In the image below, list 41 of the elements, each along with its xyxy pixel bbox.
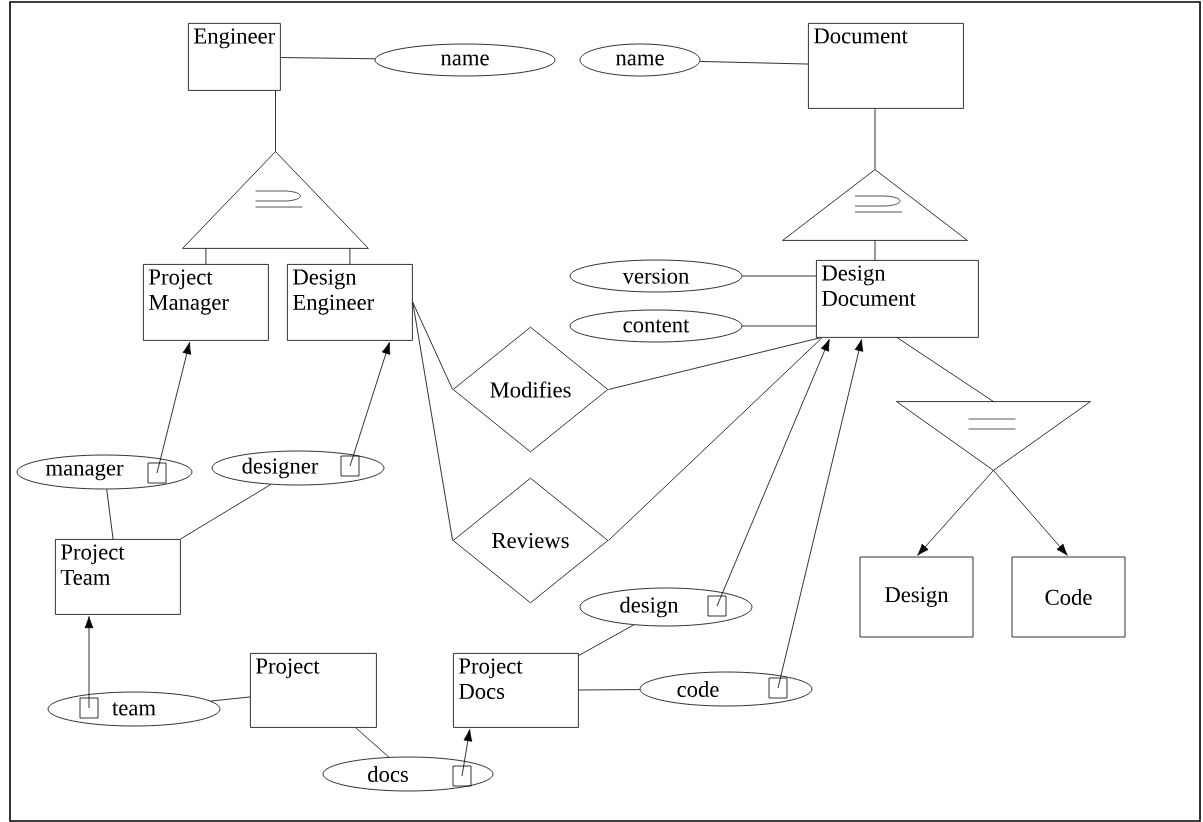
connector-line: [874, 240, 876, 261]
connector-line: [412, 302, 453, 541]
arrow: [84, 616, 94, 709]
entity-box: Project: [250, 653, 377, 728]
isa-triangle: [782, 169, 968, 241]
entity-box: Design Document: [816, 260, 979, 338]
isa-triangle: [896, 401, 1091, 471]
connector-line: [349, 248, 351, 265]
connector-line: [608, 337, 821, 390]
connector-line: [699, 61, 809, 65]
entity-box: Engineer: [188, 23, 281, 91]
connector-line: [210, 696, 251, 702]
arrow: [777, 339, 864, 689]
connector-line: [205, 248, 207, 265]
connector-line: [578, 624, 635, 656]
entity-box: Project Docs: [453, 653, 579, 728]
connector-line: [180, 484, 272, 540]
entity-box: Project Manager: [143, 264, 269, 341]
arrow: [993, 470, 1068, 556]
connector-line: [578, 689, 641, 691]
arrow: [917, 470, 994, 556]
entity-box: Design: [859, 556, 974, 638]
connector-line: [355, 727, 390, 758]
arrow: [349, 342, 391, 467]
entity-box: Design Engineer: [287, 264, 413, 341]
connector-line: [897, 337, 994, 402]
connector-line: [412, 302, 453, 390]
entity-box: Document: [808, 23, 964, 109]
arrow: [716, 339, 830, 607]
connector-line: [280, 57, 376, 60]
connector-line: [874, 108, 876, 170]
connector-line: [106, 489, 114, 540]
connector-line: [608, 337, 823, 541]
arrow: [156, 342, 192, 474]
entity-box: Project Team: [55, 539, 181, 615]
isa-triangle: [182, 151, 369, 249]
entity-box: Code: [1011, 556, 1126, 638]
arrow: [461, 729, 473, 777]
connector-line: [742, 325, 817, 327]
connector-line: [742, 275, 817, 277]
connector-line: [275, 90, 276, 152]
